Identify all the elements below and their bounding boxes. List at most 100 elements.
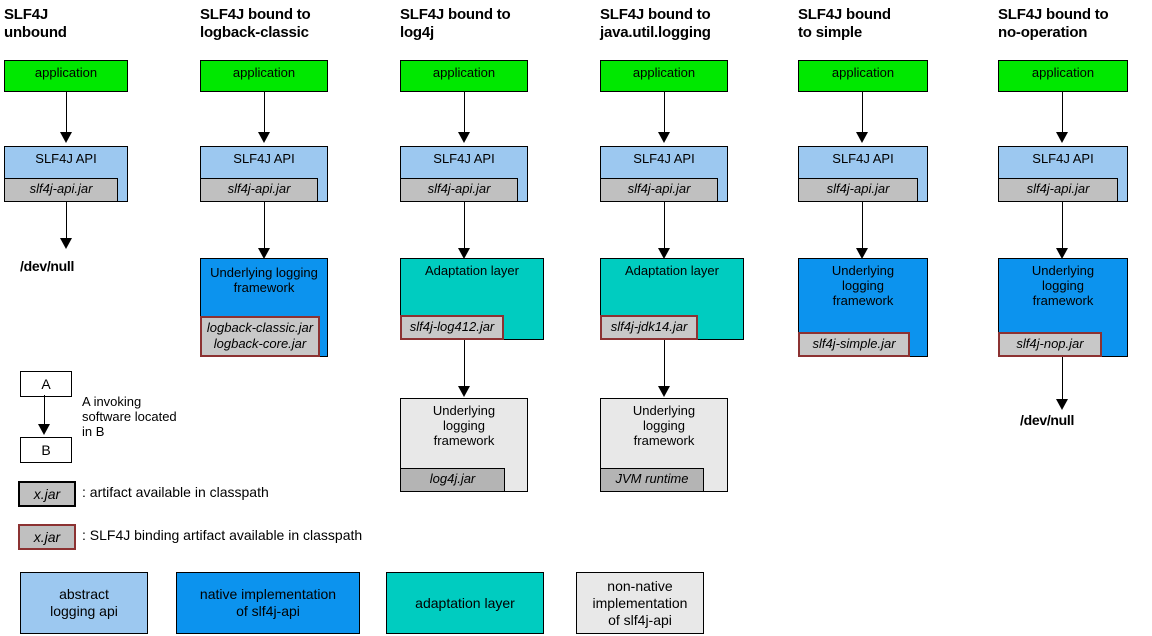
arrow-head-jul-1 [658,132,670,143]
arrow-line-jul-1 [664,92,665,134]
box-label: application [232,65,296,80]
arrow-head-simple-1 [856,132,868,143]
arrow-head-nop-2 [1056,248,1068,259]
arrow-head-log4j-2 [458,248,470,259]
column-title-simple: SLF4J bound to simple [798,6,891,41]
arrow-line-nop-2 [1062,202,1063,250]
jar-strip-logback: logback-classic.jar logback-core.jar [200,316,320,357]
box-label: application [34,65,98,80]
box-label: Underlying logging framework [432,403,496,448]
legend-invocation-box-a: A [20,371,72,397]
column-title-logback-classic: SLF4J bound to logback-classic [200,6,311,41]
arrow-line-unbound-1 [66,92,67,134]
column-title-unbound: SLF4J unbound [4,6,67,41]
legend-binding-swatch: x.jar [18,524,76,550]
box-label: SLF4J API [35,151,97,166]
legend-invocation-description: A invoking software located in B [82,394,177,439]
jar-strip-jvm-runtime: JVM runtime [600,468,704,492]
jar-strip-slf4j-api: slf4j-api.jar [798,178,918,202]
box-label: SLF4J API [233,151,295,166]
arrow-head-unbound-1 [60,132,72,143]
arrow-head-log4j-1 [458,132,470,143]
box-label: Underlying logging framework [831,263,895,308]
box-label: Underlying logging framework [1031,263,1095,308]
arrow-line-log4j-1 [464,92,465,134]
terminal-devnull-nop: /dev/null [1020,412,1075,428]
box-label: application [831,65,895,80]
legend-artifact-swatch: x.jar [18,481,76,507]
legend-binding-description: : SLF4J binding artifact available in cl… [82,527,363,543]
box-label: application [632,65,696,80]
arrow-head-simple-2 [856,248,868,259]
box-underlying-framework-nop: Underlying logging framework slf4j-nop.j… [998,258,1128,357]
box-application-jul: application [600,60,728,92]
arrow-line-nop-3 [1062,357,1063,401]
jar-strip-slf4j-api: slf4j-api.jar [400,178,518,202]
jar-strip-slf4j-api: slf4j-api.jar [200,178,318,202]
box-label: application [432,65,496,80]
box-label: SLF4J API [433,151,495,166]
arrow-line-jul-2 [664,202,665,250]
box-application-unbound: application [4,60,128,92]
arrow-head-log4j-3 [458,386,470,397]
terminal-devnull-unbound: /dev/null [20,258,75,274]
arrow-head-nop-1 [1056,132,1068,143]
arrow-line-jul-3 [664,340,665,388]
box-slf4j-api-logback: SLF4J API slf4j-api.jar [200,146,328,202]
legend-swatch-native-implementation: native implementation of slf4j-api [176,572,360,634]
box-adaptation-layer-jul: Adaptation layer slf4j-jdk14.jar [600,258,744,340]
arrow-line-logback-1 [264,92,265,134]
column-title-java-util-logging: SLF4J bound to java.util.logging [600,6,711,41]
box-slf4j-api-nop: SLF4J API slf4j-api.jar [998,146,1128,202]
arrow-head-jul-3 [658,386,670,397]
jar-strip-slf4j-jdk14: slf4j-jdk14.jar [600,315,698,340]
jar-strip-slf4j-log412: slf4j-log412.jar [400,315,504,340]
legend-invocation-box-b: B [20,437,72,463]
legend-artifact-description: : artifact available in classpath [82,484,269,500]
box-slf4j-api-simple: SLF4J API slf4j-api.jar [798,146,928,202]
arrow-line-logback-2 [264,202,265,250]
jar-strip-slf4j-api: slf4j-api.jar [4,178,118,202]
jar-strip-slf4j-nop: slf4j-nop.jar [998,332,1102,357]
arrow-line-log4j-3 [464,340,465,388]
arrow-head-jul-2 [658,248,670,259]
box-label: SLF4J API [832,151,894,166]
box-label: Adaptation layer [625,263,719,278]
box-application-logback: application [200,60,328,92]
jar-strip-slf4j-api: slf4j-api.jar [600,178,718,202]
box-underlying-framework-jul: Underlying logging framework JVM runtime [600,398,728,492]
arrow-line-log4j-2 [464,202,465,250]
jar-strip-slf4j-simple: slf4j-simple.jar [798,332,910,357]
box-label: application [1031,65,1095,80]
column-title-no-operation: SLF4J bound to no-operation [998,6,1109,41]
box-adaptation-layer-log4j: Adaptation layer slf4j-log412.jar [400,258,544,340]
box-label: SLF4J API [1032,151,1094,166]
jar-strip-log4j: log4j.jar [400,468,505,492]
legend-arrow-line [44,395,45,427]
box-slf4j-api-unbound: SLF4J API slf4j-api.jar [4,146,128,202]
arrow-line-unbound-2 [66,202,67,240]
box-application-simple: application [798,60,928,92]
arrow-head-logback-1 [258,132,270,143]
box-label: SLF4J API [633,151,695,166]
box-underlying-framework-simple: Underlying logging framework slf4j-simpl… [798,258,928,357]
box-slf4j-api-jul: SLF4J API slf4j-api.jar [600,146,728,202]
jar-strip-slf4j-api: slf4j-api.jar [998,178,1118,202]
box-slf4j-api-log4j: SLF4J API slf4j-api.jar [400,146,528,202]
legend-arrow-head [38,424,50,435]
box-application-log4j: application [400,60,528,92]
arrow-head-nop-3 [1056,399,1068,410]
box-label: Underlying logging framework [210,265,318,295]
arrow-head-unbound-2 [60,238,72,249]
legend-swatch-adaptation-layer: adaptation layer [386,572,544,634]
box-underlying-framework-log4j: Underlying logging framework log4j.jar [400,398,528,492]
column-title-log4j: SLF4J bound to log4j [400,6,511,41]
box-application-nop: application [998,60,1128,92]
arrow-line-nop-1 [1062,92,1063,134]
legend-swatch-non-native-implementation: non-native implementation of slf4j-api [576,572,704,634]
legend-swatch-abstract-logging-api: abstract logging api [20,572,148,634]
arrow-line-simple-1 [862,92,863,134]
arrow-head-logback-2 [258,248,270,259]
box-label: Underlying logging framework [632,403,696,448]
box-label: Adaptation layer [425,263,519,278]
